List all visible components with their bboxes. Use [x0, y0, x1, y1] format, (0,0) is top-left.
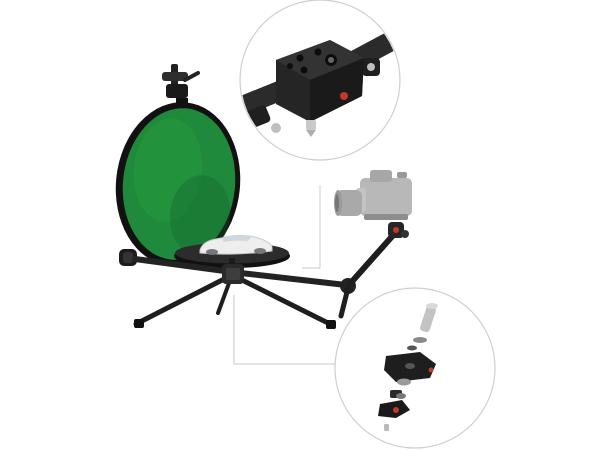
callout-connectors [233, 185, 342, 365]
callout-line-top [302, 185, 321, 269]
callout-clamp-detail [239, 0, 401, 161]
callout-exploded-parts [334, 287, 496, 449]
callout-line-bottom [233, 295, 342, 365]
mounting-arms [119, 249, 349, 288]
tripod-base [133, 264, 336, 329]
camera [334, 170, 412, 220]
green-backdrop [115, 64, 241, 266]
model-car [199, 234, 273, 255]
backdrop-top-clamp [162, 64, 200, 108]
articulating-arm [338, 222, 409, 319]
